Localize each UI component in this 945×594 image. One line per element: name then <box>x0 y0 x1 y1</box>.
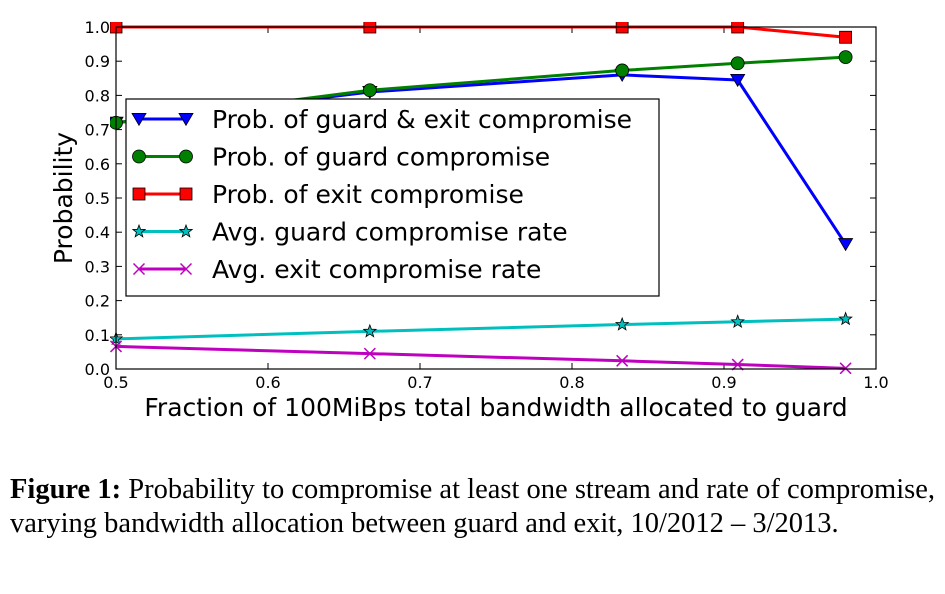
data-point-series-1 <box>362 83 377 98</box>
data-point-series-4 <box>616 354 629 367</box>
data-point-series-3 <box>614 316 630 331</box>
data-point-series-1 <box>730 56 745 71</box>
legend-marker-2 <box>132 187 146 201</box>
y-tick-label: 0.6 <box>85 155 110 174</box>
legend-label-0: Prob. of guard & exit compromise <box>212 105 632 134</box>
y-tick-label: 1.0 <box>85 18 110 37</box>
x-tick-label: 0.6 <box>255 373 280 392</box>
plot-frame <box>115 26 877 370</box>
data-point-series-0 <box>729 74 746 88</box>
y-tick-label: 0.1 <box>85 326 110 345</box>
probability-chart: 0.5 0.6 0.7 0.8 0.9 1.0 0.0 0.1 0.2 0.3 0.4 0.5 0.6 0… <box>49 18 889 422</box>
legend-label-2: Prob. of exit compromise <box>212 180 524 209</box>
legend-marker-3 <box>131 223 147 238</box>
data-point-series-3 <box>730 314 745 328</box>
y-tick-label: 0.7 <box>85 121 110 140</box>
y-tick-label: 0.2 <box>85 292 110 311</box>
x-axis-title: Fraction of 100MiBps total bandwidth all… <box>144 393 847 422</box>
legend-box <box>125 98 660 297</box>
legend-label-4: Avg. exit compromise rate <box>212 255 541 284</box>
tick-labels: 0.5 0.6 0.7 0.8 0.9 1.0 0.0 0.1 0.2 0.3 0.4 0.5 0.6 0… <box>85 18 889 392</box>
y-tick-label: 0.3 <box>85 257 110 276</box>
legend-marker-1 <box>179 149 193 164</box>
legend-marker-2 <box>179 187 193 201</box>
legend-marker-4 <box>132 262 146 276</box>
legend-label-1: Prob. of guard compromise <box>212 143 550 172</box>
y-axis-title: Probability <box>49 132 78 264</box>
legend-label-3: Avg. guard compromise rate <box>212 218 568 247</box>
data-point-series-3 <box>362 323 378 338</box>
x-tick-label: 0.9 <box>711 373 736 392</box>
data-point-series-3 <box>838 311 853 326</box>
data-point-series-4 <box>363 347 376 360</box>
y-tick-label: 0.0 <box>85 360 110 379</box>
y-tick-label: 0.9 <box>85 52 110 71</box>
data-point-series-1 <box>838 50 853 64</box>
x-tick-label: 0.7 <box>407 373 432 392</box>
x-tick-label: 0.8 <box>559 373 584 392</box>
y-tick-label: 0.5 <box>85 189 110 208</box>
legend-marker-3 <box>178 223 194 238</box>
data-point-series-4 <box>731 358 744 371</box>
series-markers <box>110 22 854 374</box>
data-point-series-1 <box>615 63 630 78</box>
legend-marker-0 <box>178 113 194 127</box>
y-tick-label: 0.8 <box>85 86 110 105</box>
x-tick-label: 1.0 <box>863 373 888 392</box>
data-point-series-2 <box>839 30 852 44</box>
caption-text: Probability to compromise at least one s… <box>10 474 936 539</box>
figure-caption: Figure 1: Probability to compromise at l… <box>10 473 935 541</box>
data-point-series-0 <box>837 238 854 252</box>
legend-marker-0 <box>131 113 147 127</box>
y-tick-label: 0.4 <box>85 223 110 242</box>
data-point-series-4 <box>839 362 852 374</box>
caption-label: Figure 1: <box>10 474 122 505</box>
legend-marker-1 <box>132 149 146 164</box>
x-tick-label: 0.5 <box>103 373 128 392</box>
legend-marker-4 <box>179 262 193 276</box>
